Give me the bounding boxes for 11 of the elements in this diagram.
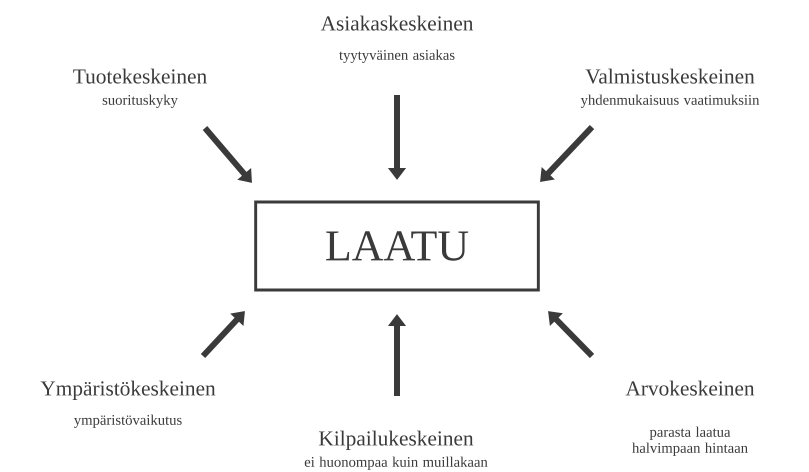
- title-box: LAATU: [254, 200, 540, 292]
- label-text: Valmistuskeskeinen yhdenmukaisuus vaatimuksiin: [580, 68, 760, 108]
- arrow: [548, 311, 594, 358]
- label-text: Asiakaskeskeinen tyytyväinen asiakas: [320, 16, 474, 63]
- label-text: Tuotekeskeinen suorituskyky: [73, 68, 207, 108]
- label-text: Kilpailukeskeinen ei huonompaa kuin muillakaan: [304, 430, 488, 470]
- arrow: [200, 311, 245, 358]
- label-text: Ympäristökeskeinen ympäristövaikutus: [40, 380, 216, 428]
- arrow: [540, 124, 594, 182]
- label-text: Arvokeskeinen parasta laatua halvimpaan hintaan: [626, 380, 754, 456]
- arrow: [202, 126, 252, 183]
